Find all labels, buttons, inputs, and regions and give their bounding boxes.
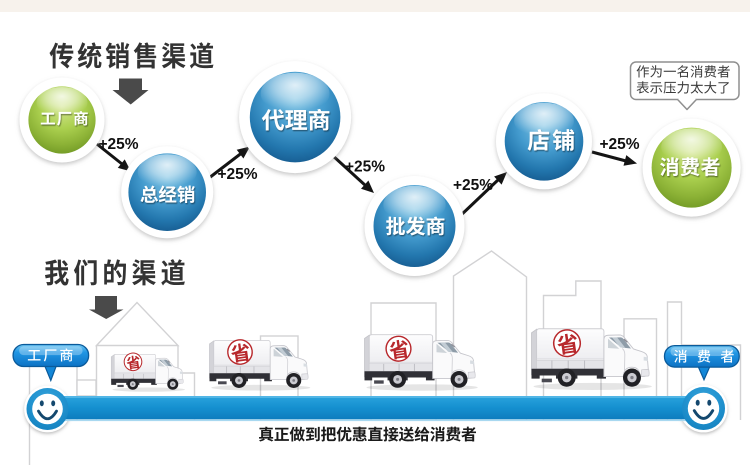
svg-text:+25%: +25%	[453, 177, 493, 194]
svg-text:+25%: +25%	[345, 159, 385, 176]
svg-text:+25%: +25%	[217, 166, 257, 183]
svg-text:+25%: +25%	[98, 136, 138, 153]
svg-text:+25%: +25%	[599, 136, 639, 153]
